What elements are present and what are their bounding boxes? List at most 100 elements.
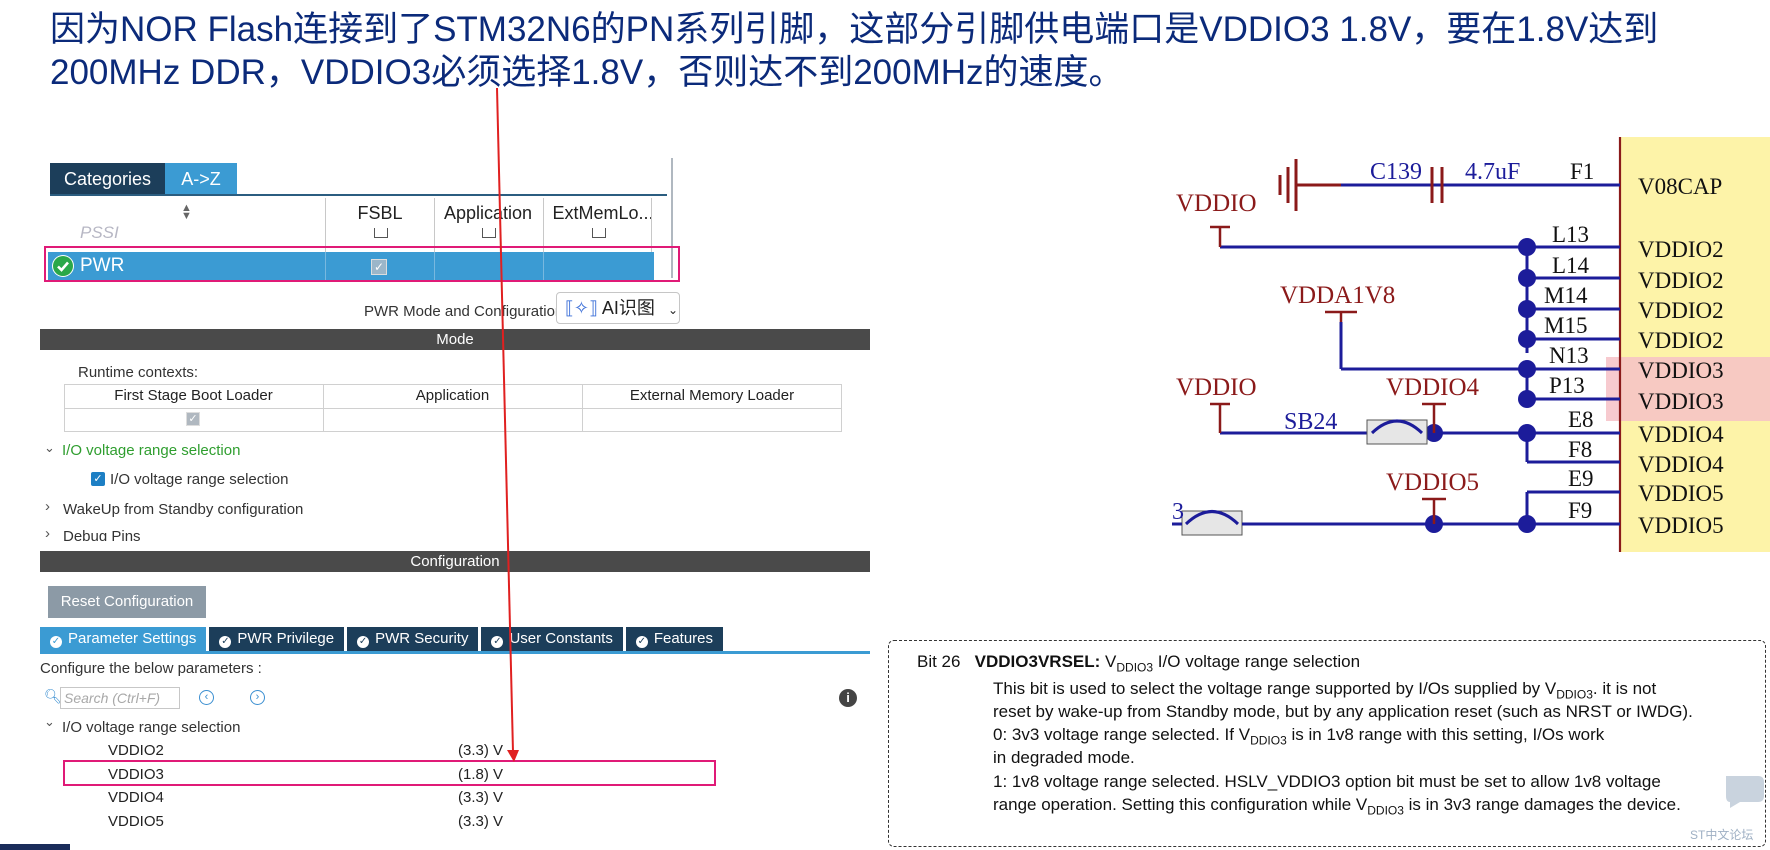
register-description-box xyxy=(888,640,1766,847)
register-desc-line1: This bit is used to select the voltage r… xyxy=(993,678,1656,705)
param-vddio4-value[interactable]: (3.3) V xyxy=(458,789,504,806)
tab-features[interactable]: ✓Features xyxy=(625,627,724,651)
pin-f1: F1 xyxy=(1570,159,1594,184)
column-divider xyxy=(651,198,652,280)
pin-f9: F9 xyxy=(1568,498,1592,523)
check-circle-icon xyxy=(52,255,74,277)
io-voltage-checkbox[interactable]: ✓ xyxy=(91,472,105,486)
configure-label: Configure the below parameters : xyxy=(40,660,262,677)
context-ext-mem-loader: External Memory Loader xyxy=(629,387,795,404)
debug-pins-group[interactable]: Debug Pins xyxy=(63,528,141,541)
wires xyxy=(1220,183,1620,526)
param-vddio2-value[interactable]: (3.3) V xyxy=(458,742,504,759)
v-subscript: DDIO3 xyxy=(1116,660,1154,675)
check-icon: ✓ xyxy=(491,636,504,648)
checkbox[interactable] xyxy=(374,228,388,238)
param-vddio5-value[interactable]: (3.3) V xyxy=(458,813,504,830)
desc-text: is in 3v3 range damages the device. xyxy=(1408,795,1681,814)
tab-user-constants[interactable]: ✓User Constants xyxy=(481,627,623,651)
watermark: ST中文论坛 xyxy=(1690,828,1754,842)
slide-title: 因为NOR Flash连接到了STM32N6的PN系列引脚，这部分引脚供电端口是… xyxy=(50,10,1659,92)
checkbox[interactable] xyxy=(482,228,496,238)
tab-a-z[interactable]: A->Z xyxy=(165,163,238,195)
v-subscript: DDIO3 xyxy=(1250,733,1287,748)
net-vddio-top: VDDIO xyxy=(1176,190,1257,217)
pin-e9: E9 xyxy=(1568,466,1594,491)
mode-config-caption: PWR Mode and Configuration xyxy=(364,303,564,320)
register-bit: Bit 26 xyxy=(917,652,961,671)
ai-recognize-button[interactable]: ⟦✧⟧ AI识图 ⌄ xyxy=(556,292,680,324)
io-voltage-group[interactable]: I/O voltage range selection xyxy=(62,442,241,459)
search-input[interactable]: Search (Ctrl+F) xyxy=(60,687,180,709)
panel-scrollbar[interactable] xyxy=(671,158,673,278)
previous-icon[interactable]: ‹ xyxy=(199,690,214,705)
param-vddio3-name: VDDIO3 xyxy=(108,766,164,783)
param-vddio3-value[interactable]: (1.8) V xyxy=(458,766,504,783)
check-icon: ✓ xyxy=(357,636,370,648)
info-icon[interactable]: i xyxy=(839,689,857,707)
pin-name-vddio2: VDDIO2 xyxy=(1638,298,1724,323)
pin-f8: F8 xyxy=(1568,437,1592,462)
ground-symbol xyxy=(1278,159,1444,211)
pin-m14: M14 xyxy=(1544,283,1588,308)
row-pwr-selected[interactable] xyxy=(48,252,654,280)
pin-name-vddio2: VDDIO2 xyxy=(1638,268,1724,293)
param-vddio2-name: VDDIO2 xyxy=(108,742,164,759)
pin-name-vddio2: VDDIO2 xyxy=(1638,328,1724,353)
param-vddio5-name: VDDIO5 xyxy=(108,813,164,830)
pin-n13: N13 xyxy=(1549,343,1589,368)
chevron-right-icon[interactable]: › xyxy=(45,498,50,515)
register-desc-line3: 0: 3v3 voltage range selected. If VDDIO3… xyxy=(993,724,1604,751)
fsbl-checkbox-checked[interactable]: ✓ xyxy=(371,259,387,275)
tab-underline xyxy=(40,651,870,654)
desc-text: This bit is used to select the voltage r… xyxy=(993,679,1557,698)
tab-categories[interactable]: Categories xyxy=(50,163,166,195)
row-pssi[interactable]: PSSI xyxy=(80,223,119,242)
next-icon[interactable]: › xyxy=(250,690,265,705)
column-fsbl[interactable]: FSBL xyxy=(357,203,403,223)
tab-pwr-security[interactable]: ✓PWR Security xyxy=(347,627,479,651)
chevron-down-icon[interactable]: ⌄ xyxy=(44,440,55,455)
net-vddio: VDDIO xyxy=(1176,374,1257,401)
jumper-label: SB24 xyxy=(1284,409,1337,435)
schematic: C139 4.7uF SB24 3 VDDIO VDDA1V8 VDDIO VD… xyxy=(1172,137,1770,552)
pin-name-vddio5: VDDIO5 xyxy=(1638,513,1724,538)
fsbl-context-checkbox[interactable]: ✓ xyxy=(186,412,200,426)
check-icon: ✓ xyxy=(219,636,232,648)
tab-pwr-privilege[interactable]: ✓PWR Privilege xyxy=(209,627,345,651)
sparkle-icon: ⟦✧⟧ xyxy=(565,298,598,318)
reset-configuration-button[interactable]: Reset Configuration xyxy=(48,586,206,618)
context-fsbl: First Stage Boot Loader xyxy=(114,387,273,404)
register-title: Bit 26 VDDIO3VRSEL: VDDIO3 I/O voltage r… xyxy=(917,651,1360,678)
chevron-down-icon[interactable]: ⌄ xyxy=(44,714,55,729)
pin-name-v08cap: V08CAP xyxy=(1638,174,1722,199)
tab-underline xyxy=(50,194,667,196)
register-title-rest: I/O voltage range selection xyxy=(1157,652,1361,671)
pin-name-vddio4: VDDIO4 xyxy=(1638,422,1724,447)
chevron-down-icon: ⌄ xyxy=(667,303,679,317)
pin-p13: P13 xyxy=(1549,373,1585,398)
column-divider xyxy=(434,252,435,280)
pin-l14: L14 xyxy=(1552,253,1590,278)
register-desc-line4: in degraded mode. xyxy=(993,748,1135,767)
pin-name-vddio3: VDDIO3 xyxy=(1638,358,1724,383)
highlight-vddio3-pins xyxy=(1606,357,1770,421)
jumper2-label: 3 xyxy=(1172,499,1184,525)
column-application[interactable]: Application xyxy=(443,203,533,223)
sort-icon[interactable]: ▲▼ xyxy=(181,202,192,222)
chevron-right-icon[interactable]: › xyxy=(45,525,50,542)
column-divider xyxy=(543,252,544,280)
pin-name-vddio4: VDDIO4 xyxy=(1638,452,1724,477)
cap-ref: C139 xyxy=(1370,159,1422,185)
wakeup-group[interactable]: WakeUp from Standby configuration xyxy=(63,501,304,518)
row-pwr-label: PWR xyxy=(80,255,125,276)
tab-parameter-settings[interactable]: ✓Parameter Settings xyxy=(40,627,207,651)
pin-name-box xyxy=(1620,137,1770,552)
highlight-pwr-row xyxy=(44,246,680,282)
net-vddio5: VDDIO5 xyxy=(1386,469,1479,496)
checkbox[interactable] xyxy=(592,228,606,238)
param-group[interactable]: I/O voltage range selection xyxy=(62,719,241,736)
v-subscript: DDIO3 xyxy=(1367,803,1404,818)
column-extmemloader[interactable]: ExtMemLo... xyxy=(552,203,654,223)
tab-label: Parameter Settings xyxy=(68,630,197,647)
